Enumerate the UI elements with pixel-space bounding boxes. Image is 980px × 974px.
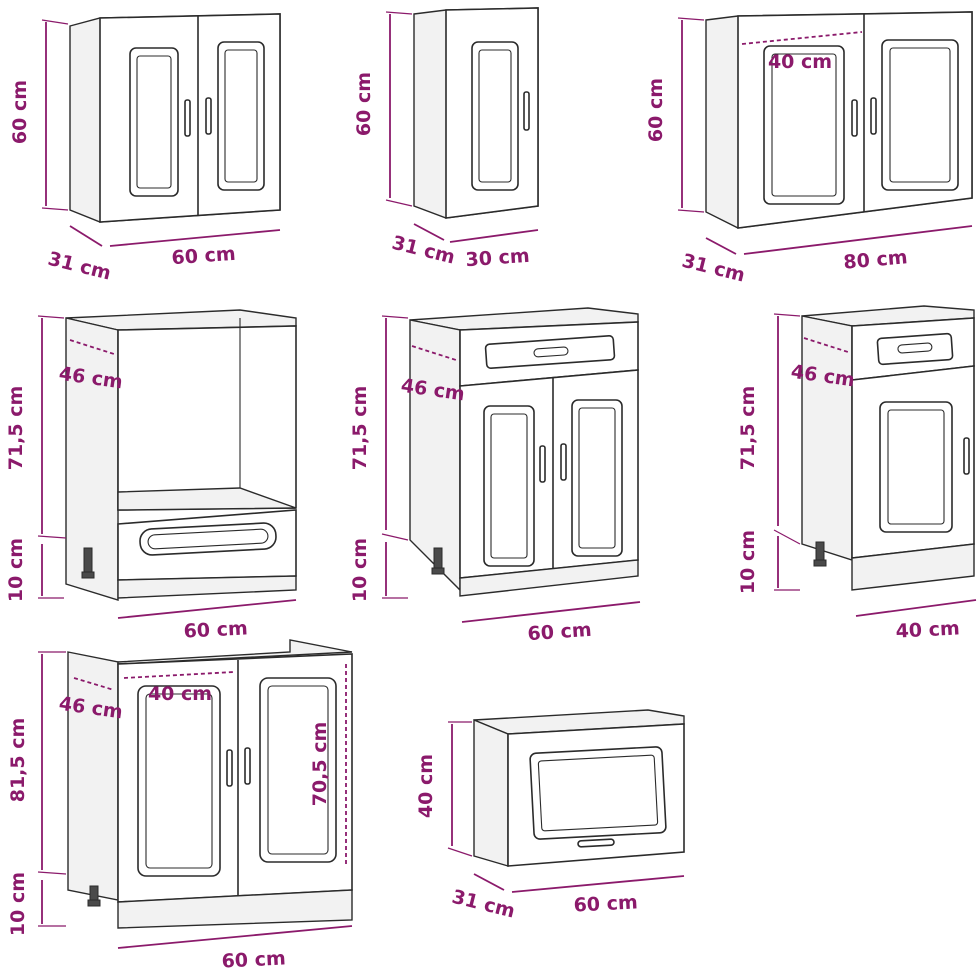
- label-door-height: 70,5 cm: [309, 722, 331, 807]
- label-width: 60 cm: [171, 243, 237, 269]
- label-depth: 31 cm: [450, 886, 518, 923]
- cabinet-wall-single-30: 60 cm 31 cm 30 cm: [353, 7, 539, 271]
- cabinet-sink-60: 81,5 cm 10 cm 46 cm 40 cm 70,5 cm 60 cm: [7, 639, 353, 973]
- cabinet-flap-60: 40 cm 31 cm 60 cm: [415, 709, 685, 923]
- cabinet-drawer-double-60: 71,5 cm 10 cm 46 cm 60 cm: [349, 307, 641, 645]
- label-width: 60 cm: [221, 947, 286, 972]
- cabinet-oven-60: 71,5 cm 10 cm 46 cm 60 cm: [5, 309, 297, 643]
- label-height: 71,5 cm: [5, 386, 27, 471]
- label-width: 60 cm: [573, 891, 638, 916]
- label-depth: 31 cm: [680, 250, 748, 287]
- label-depth: 31 cm: [390, 232, 458, 269]
- label-leg-height: 10 cm: [349, 538, 371, 602]
- label-height: 60 cm: [353, 72, 375, 136]
- cabinet-drawer-single-40: 71,5 cm 10 cm 46 cm 40 cm: [737, 305, 977, 643]
- label-width: 80 cm: [843, 246, 909, 274]
- label-width: 30 cm: [465, 245, 531, 271]
- label-leg-height: 10 cm: [5, 538, 27, 602]
- cabinet-wall-double-80: 40 cm 60 cm 31 cm 80 cm: [645, 11, 973, 287]
- label-height: 71,5 cm: [349, 386, 371, 471]
- label-inner-width: 40 cm: [768, 51, 832, 73]
- label-leg-height: 10 cm: [737, 530, 759, 594]
- label-height: 60 cm: [9, 80, 31, 144]
- label-leg-height: 10 cm: [7, 872, 29, 936]
- label-height: 60 cm: [645, 78, 667, 142]
- label-inner-width: 40 cm: [148, 683, 212, 705]
- label-width: 60 cm: [183, 617, 248, 642]
- label-height: 81,5 cm: [7, 718, 29, 803]
- label-width: 60 cm: [527, 619, 593, 645]
- label-depth: 31 cm: [46, 248, 114, 285]
- cabinet-wall-double-60: 60 cm 31 cm 60 cm: [9, 13, 281, 285]
- label-height: 40 cm: [415, 754, 437, 818]
- label-width: 40 cm: [895, 617, 960, 642]
- label-height: 71,5 cm: [737, 386, 759, 471]
